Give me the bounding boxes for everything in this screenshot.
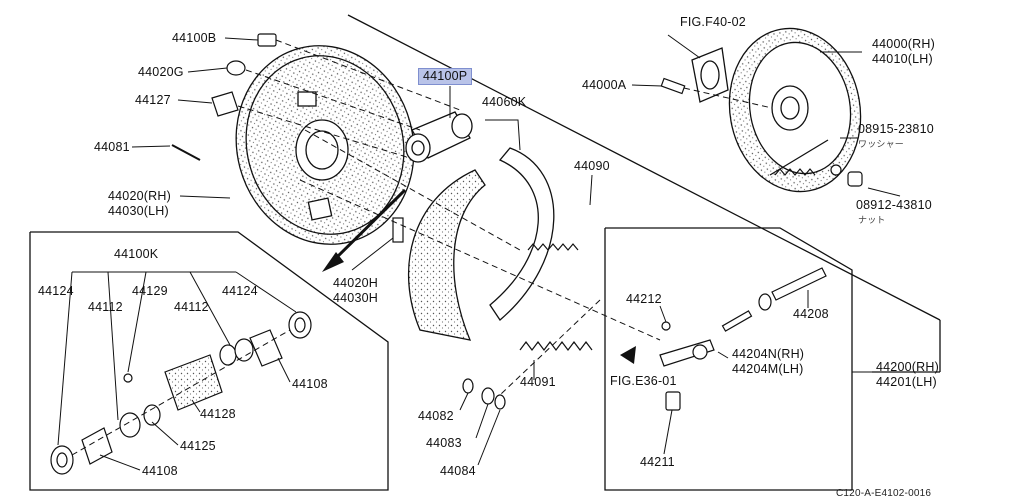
label-44030-lh: 44030(LH) [108, 204, 169, 218]
springs [519, 168, 816, 351]
label-fig-e36-01: FIG.E36-01 [610, 374, 677, 388]
label-44200-rh: 44200(RH) [876, 360, 939, 374]
label-44112-b: 44112 [174, 300, 209, 314]
small-parts [171, 33, 863, 243]
label-44020g: 44020G [138, 65, 184, 79]
label-44127: 44127 [135, 93, 171, 107]
label-08912-43810: 08912-43810 [856, 198, 932, 212]
brake-shoe-front [408, 169, 486, 341]
label-44124-b: 44124 [222, 284, 258, 298]
label-44112-a: 44112 [88, 300, 123, 314]
label-44212: 44212 [626, 292, 662, 306]
frame-lines [29, 14, 941, 491]
label-44020h: 44020H [333, 276, 378, 290]
label-44100b: 44100B [172, 31, 217, 45]
label-44084: 44084 [440, 464, 476, 478]
label-44128: 44128 [200, 407, 236, 421]
label-44090: 44090 [574, 159, 610, 173]
label-44208: 44208 [793, 307, 829, 321]
label-44204m-lh: 44204M(LH) [732, 362, 804, 376]
label-44124-a: 44124 [38, 284, 74, 298]
washers [462, 378, 506, 410]
label-44100k: 44100K [114, 247, 159, 261]
label-44100p-highlighted[interactable]: 44100P [418, 68, 473, 85]
label-08915-23810: 08915-23810 [858, 122, 934, 136]
label-44108-a: 44108 [292, 377, 328, 391]
label-44081: 44081 [94, 140, 130, 154]
diagram-footer-code: C120-A-E4102-0016 [836, 488, 932, 499]
brake-shoe-rear [489, 147, 555, 321]
label-44129: 44129 [132, 284, 168, 298]
label-44000-rh: 44000(RH) [872, 37, 935, 51]
label-fig-f40-02: FIG.F40-02 [680, 15, 746, 29]
label-08912-note: ナット [858, 215, 886, 225]
label-44060k: 44060K [482, 95, 527, 109]
label-44030h: 44030H [333, 291, 378, 305]
label-44125: 44125 [180, 439, 216, 453]
fig-e36-arrow [620, 346, 636, 364]
direction-arrow [322, 188, 407, 272]
brake-drum-assembly [728, 27, 862, 193]
label-44010-lh: 44010(LH) [872, 52, 933, 66]
label-44091: 44091 [520, 375, 556, 389]
label-44211: 44211 [640, 455, 675, 469]
assembly-lines [71, 39, 773, 456]
leader-lines [57, 34, 901, 471]
label-44082: 44082 [418, 409, 454, 423]
adjuster-parts [659, 267, 827, 411]
cylinder-kit [50, 311, 312, 475]
gasket [691, 47, 729, 103]
label-44201-lh: 44201(LH) [876, 375, 937, 389]
label-44108-b: 44108 [142, 464, 178, 478]
label-44020-rh: 44020(RH) [108, 189, 171, 203]
wheel-cylinder [405, 111, 473, 163]
label-44000a: 44000A [582, 78, 627, 92]
label-44204n-rh: 44204N(RH) [732, 347, 805, 361]
label-44083: 44083 [426, 436, 462, 450]
label-08915-note: ワッシャー [858, 139, 905, 149]
